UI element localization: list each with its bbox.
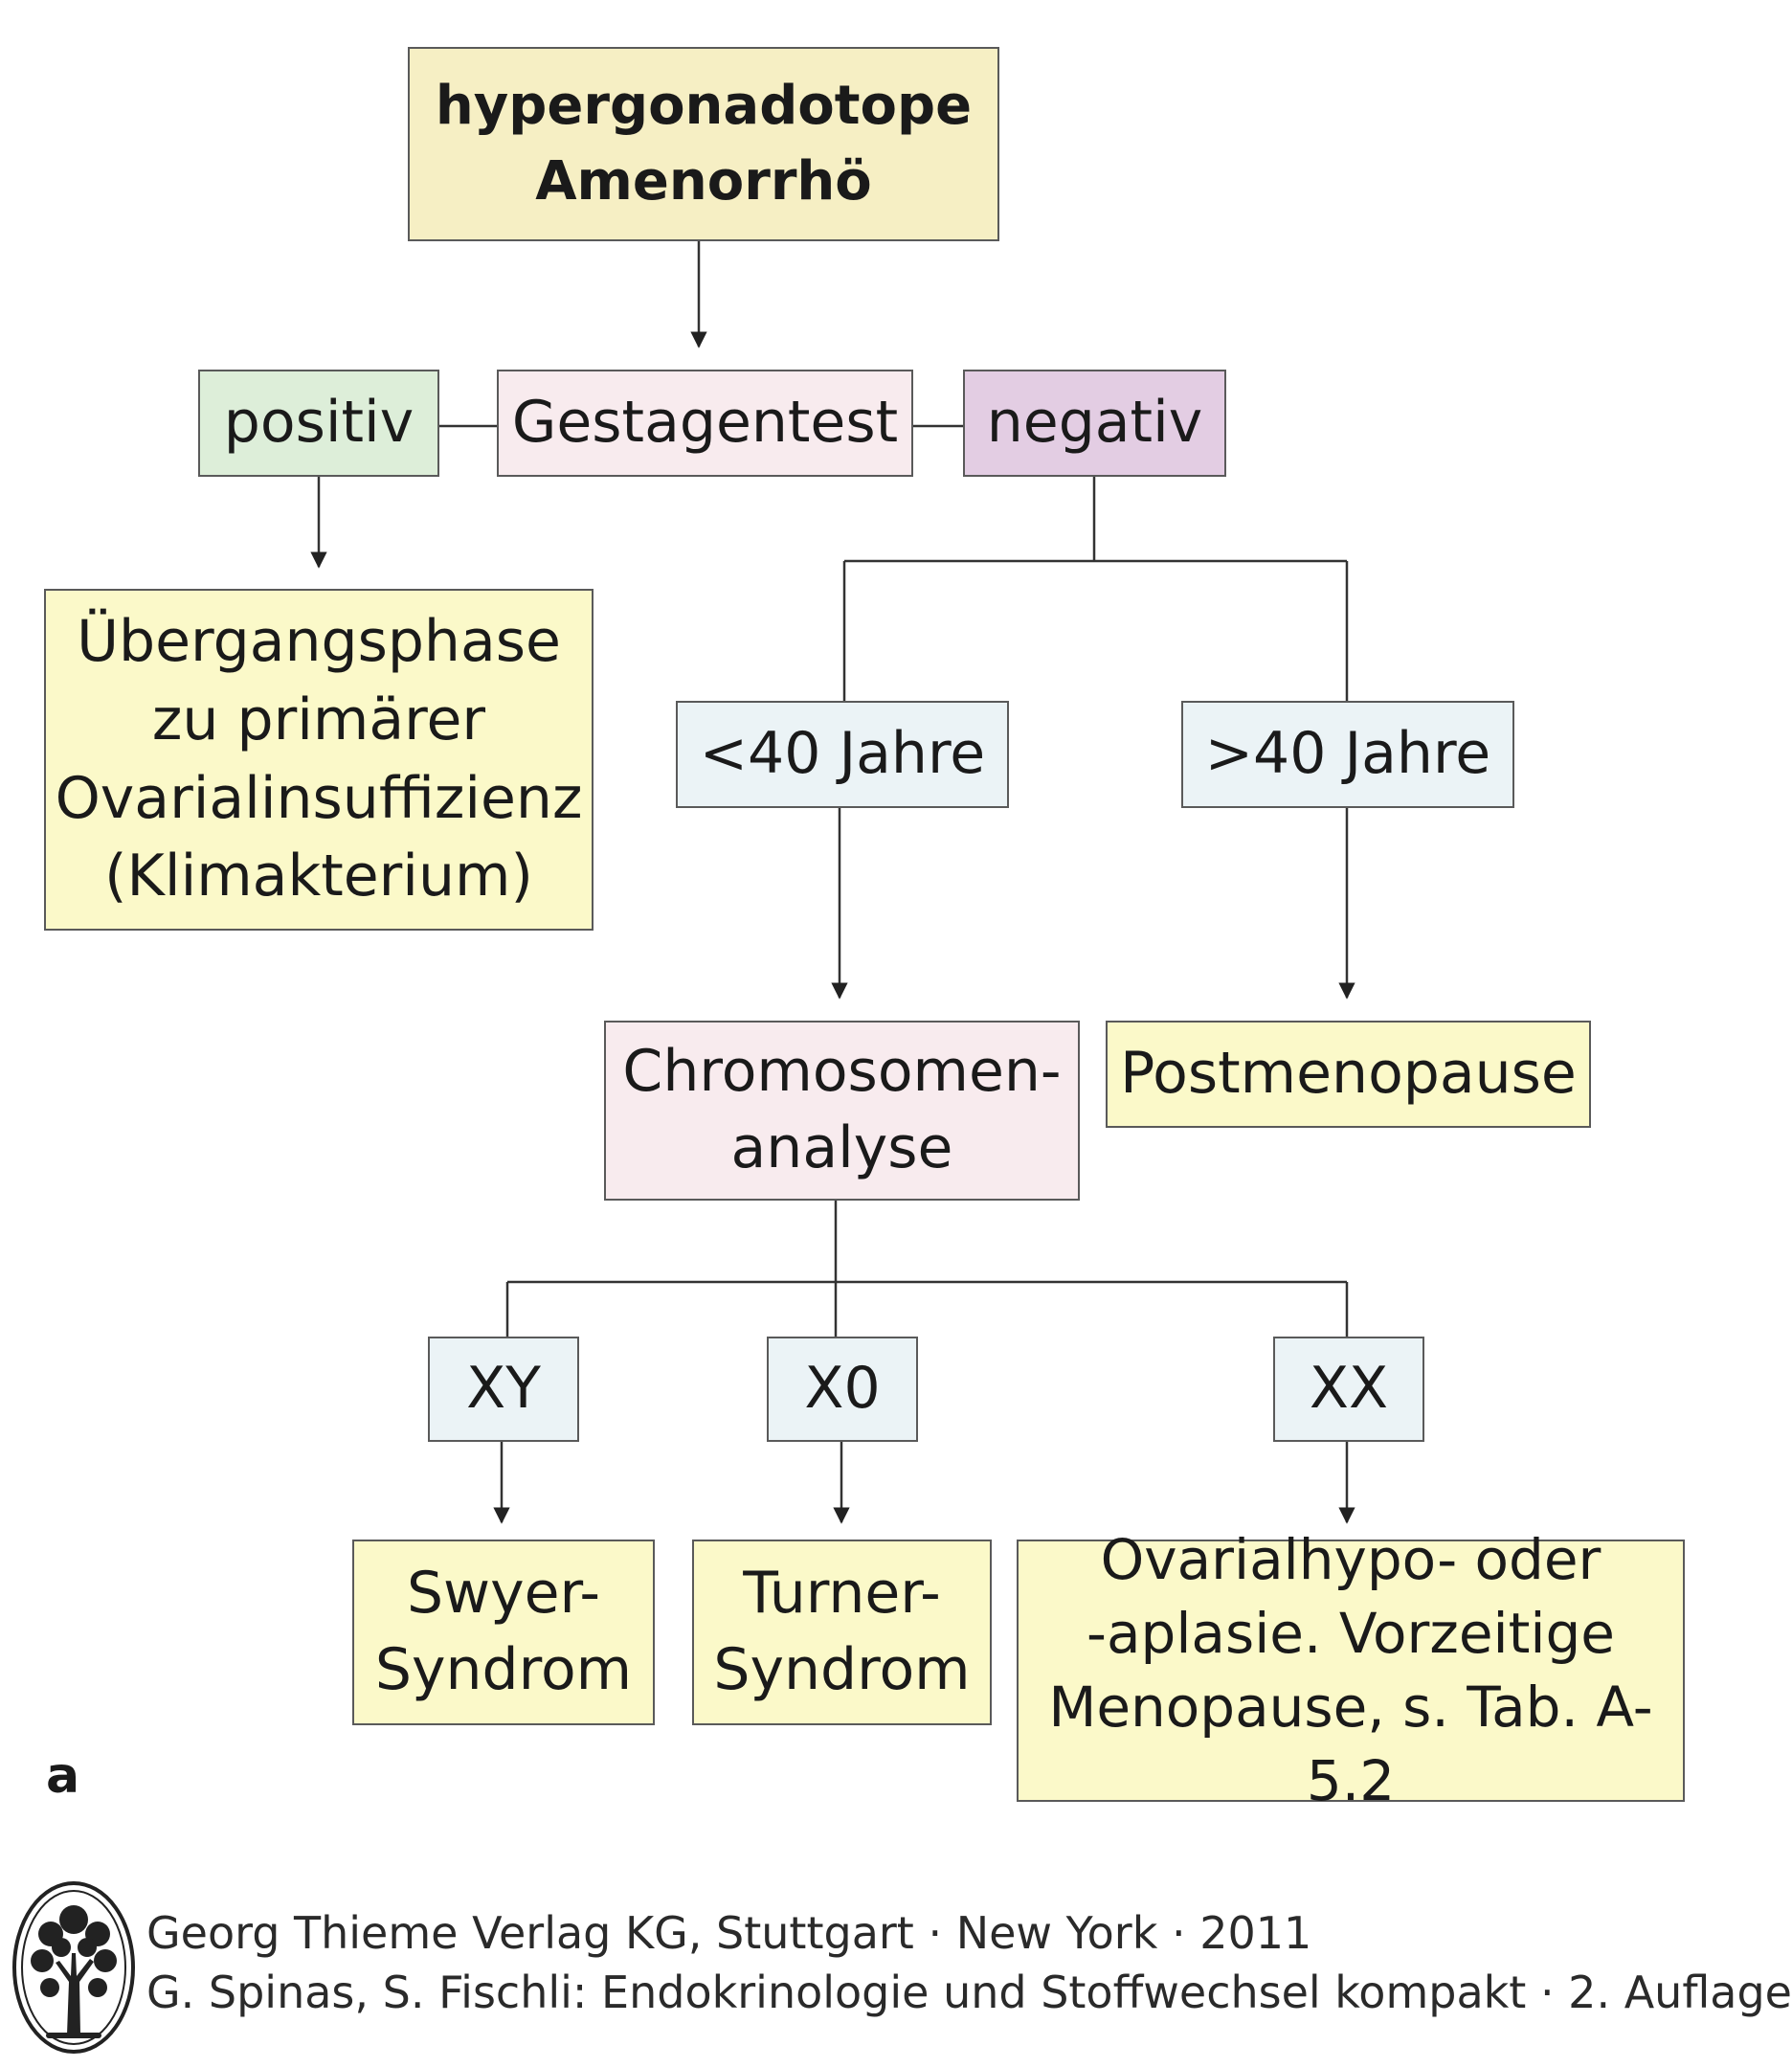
node-chromosome: Chromosomen- analyse [604,1021,1080,1201]
node-swyer: Swyer- Syndrom [352,1540,655,1725]
node-over40: >40 Jahre [1181,701,1514,808]
tree-logo-icon [12,1881,135,2054]
node-test: Gestagentest [497,370,913,477]
publisher-credit: Georg Thieme Verlag KG, Stuttgart · New … [8,1877,1792,2058]
node-transition: Übergangsphase zu primärer Ovarialinsuff… [44,589,594,931]
node-root: hypergonadotope Amenorrhö [408,47,999,241]
publisher-text: Georg Thieme Verlag KG, Stuttgart · New … [146,1903,1792,2022]
node-turner: Turner- Syndrom [692,1540,992,1725]
node-positive: positiv [198,370,439,477]
node-xx: XX [1273,1337,1424,1442]
node-under40: <40 Jahre [676,701,1009,808]
node-x0: X0 [767,1337,918,1442]
publisher-line-1: Georg Thieme Verlag KG, Stuttgart · New … [146,1907,1312,1959]
node-negative: negativ [963,370,1226,477]
node-ovarial: Ovarialhypo- oder -aplasie. Vorzeitige M… [1017,1527,1685,1813]
figure-letter: a [46,1747,80,1805]
connector-lines [310,241,1355,1524]
node-postmenopause: Postmenopause [1106,1021,1591,1128]
publisher-line-2: G. Spinas, S. Fischli: Endokrinologie un… [146,1967,1792,2018]
node-xy: XY [428,1337,579,1442]
